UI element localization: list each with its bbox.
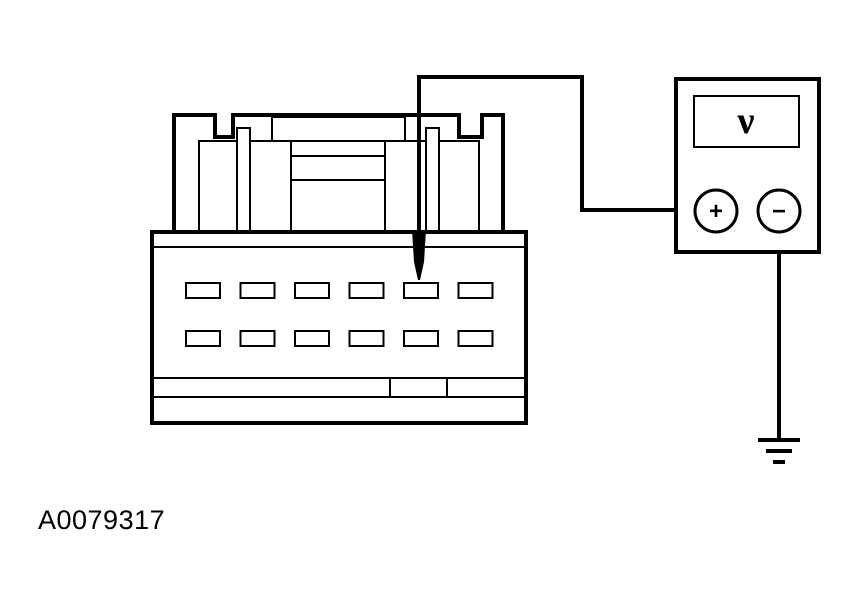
pin-cavity: [239, 282, 276, 299]
connector-tab-left: [236, 127, 251, 233]
pin-cavity: [348, 330, 385, 347]
positive-terminal: [693, 188, 739, 234]
pin-cavity: [294, 282, 330, 299]
connector-pins: [185, 282, 494, 347]
ground-symbol: [758, 438, 800, 464]
connector-body: [150, 230, 528, 425]
test-probe: [412, 230, 426, 280]
positive-terminal-label: +: [709, 198, 723, 225]
pin-cavity: [294, 330, 330, 347]
connector: [150, 113, 528, 425]
figure-id: A0079317: [38, 505, 166, 535]
voltmeter-display: [693, 95, 800, 148]
voltmeter: ν + −: [674, 77, 821, 254]
negative-terminal-label: −: [772, 198, 786, 225]
pin-cavity: [348, 282, 385, 299]
pin-cavity: [403, 330, 439, 347]
pin-cavity: [457, 282, 494, 299]
negative-terminal: [756, 188, 802, 234]
positive-test-lead: [417, 75, 694, 232]
voltmeter-display-text: ν: [737, 100, 755, 142]
connector-latch-body: [290, 140, 386, 234]
pin-cavity: [185, 330, 221, 347]
connector-tab-right: [425, 127, 440, 233]
test-leads: [417, 75, 781, 440]
pin-cavity: [185, 282, 221, 299]
connector-key: [389, 377, 448, 398]
pin-cavity: [403, 282, 439, 299]
probe-tip: [412, 230, 426, 280]
pin-cavity: [239, 330, 276, 347]
connector-latch: [271, 116, 406, 142]
pin-cavity: [457, 330, 494, 347]
